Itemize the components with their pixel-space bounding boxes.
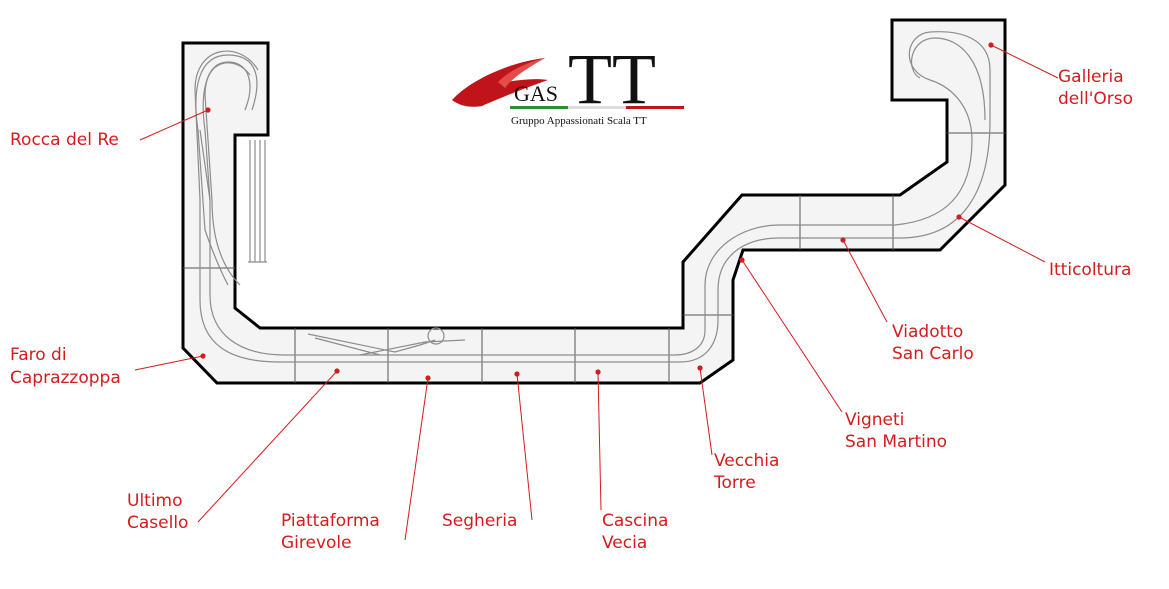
dot-viadotto: [840, 237, 846, 243]
label-viadotto-line2: San Carlo: [892, 344, 974, 364]
dot-itticoltura: [956, 214, 962, 220]
gas-tt-logo: GAS TT Gruppo Appassionati Scala TT: [452, 39, 684, 127]
logo-swoosh-highlight: [498, 58, 545, 88]
leader-vigneti: [741, 259, 843, 413]
label-vecchia-line2: Torre: [713, 473, 756, 493]
galleria-loop: [911, 37, 986, 121]
label-piattaforma-line2: Girevole: [281, 533, 352, 553]
label-itticoltura: Itticoltura: [1049, 260, 1131, 280]
dot-faro: [200, 353, 206, 359]
label-vigneti-line2: San Martino: [845, 432, 947, 452]
yard-track: [359, 339, 466, 356]
dot-piattaforma: [425, 375, 431, 381]
label-galleria-line2: dell'Orso: [1058, 89, 1133, 109]
label-vecchia-line1: Vecchia: [714, 451, 779, 471]
location-dots: [200, 42, 994, 381]
rocca-loop-inner: [202, 61, 251, 201]
label-faro-line1: Faro di: [10, 345, 67, 365]
logo-stripe-white: [568, 106, 626, 109]
label-ultimo-line2: Casello: [127, 513, 188, 533]
logo-stripe-red: [626, 106, 684, 109]
place-labels: Rocca del Re Faro di Caprazzoppa Ultimo …: [10, 67, 1133, 553]
dot-segheria: [514, 371, 520, 377]
leader-viadotto: [842, 239, 888, 323]
label-viadotto-line1: Viadotto: [892, 322, 963, 342]
dot-galleria: [988, 42, 994, 48]
leader-ultimo: [197, 370, 338, 523]
leader-itticoltura: [958, 216, 1046, 263]
label-galleria-line1: Galleria: [1058, 67, 1124, 87]
track-plan: [194, 31, 991, 363]
label-segheria: Segheria: [442, 511, 517, 531]
leader-vecchia: [699, 367, 713, 456]
main-track-inner: [204, 62, 251, 286]
logo-gas-text: GAS: [514, 81, 558, 106]
dot-vecchia: [697, 365, 703, 371]
logo-tt-text: TT: [568, 39, 656, 119]
dot-vigneti: [739, 257, 745, 263]
main-track: [194, 31, 991, 363]
label-faro-line2: Caprazzoppa: [10, 368, 121, 388]
turntable: [427, 327, 445, 345]
leader-piattaforma: [404, 377, 429, 541]
dot-cascina: [595, 369, 601, 375]
dot-ultimo: [334, 368, 340, 374]
label-cascina-line1: Cascina: [602, 511, 668, 531]
module-dividers: [183, 132, 1005, 383]
label-piattaforma-line1: Piattaforma: [281, 511, 380, 531]
rocca-loop: [195, 54, 258, 286]
yard-track: [314, 337, 381, 356]
leader-rocca: [139, 109, 209, 141]
dot-rocca: [205, 107, 211, 113]
label-cascina-line2: Vecia: [602, 533, 647, 553]
leader-segheria: [516, 373, 533, 521]
label-ultimo-line1: Ultimo: [127, 491, 183, 511]
leader-faro: [134, 355, 204, 371]
label-vigneti-line1: Vigneti: [845, 410, 904, 430]
leader-lines: [134, 44, 1059, 541]
logo-stripe-green: [510, 106, 568, 109]
leader-galleria: [990, 44, 1059, 79]
yard-track: [307, 333, 436, 353]
label-rocca: Rocca del Re: [10, 130, 119, 150]
logo-subtitle: Gruppo Appassionati Scala TT: [511, 115, 647, 127]
leader-cascina: [597, 371, 602, 511]
